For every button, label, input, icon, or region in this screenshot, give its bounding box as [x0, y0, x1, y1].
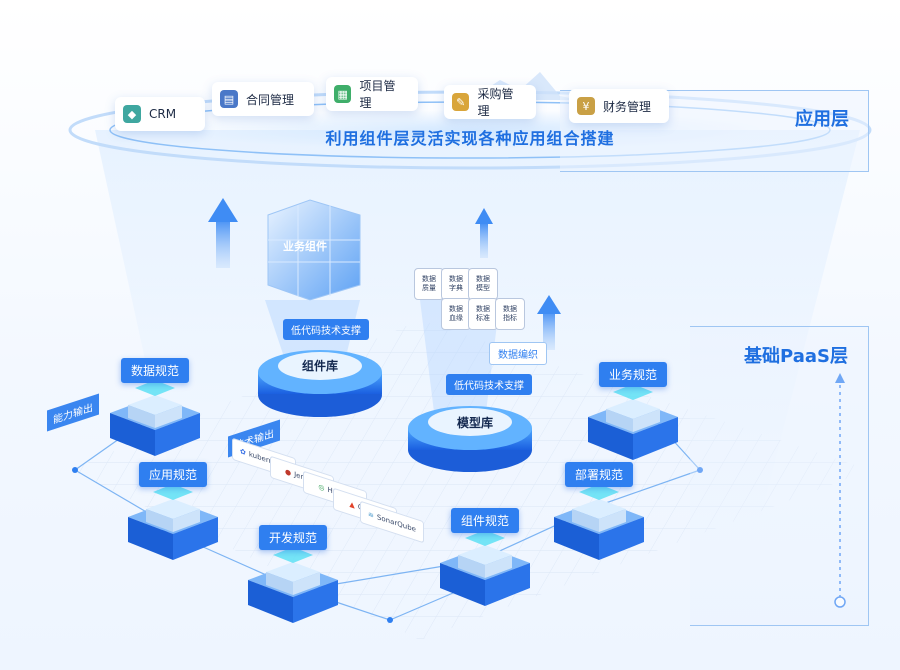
app-chip-contract[interactable]: ▤ 合同管理: [212, 82, 314, 116]
spec-label: 组件规范: [450, 508, 520, 533]
component-library-label: 组件库: [301, 359, 339, 373]
spec-node-deployment[interactable]: 部署规范: [544, 462, 654, 572]
spec-label: 数据规范: [120, 358, 190, 383]
puzzle-data-dictionary: 数据 字典: [441, 268, 471, 300]
server-stack-icon: [110, 380, 200, 456]
component-library-disc: [258, 350, 382, 417]
app-chip-crm[interactable]: ◆ CRM: [115, 97, 205, 131]
spec-node-component[interactable]: 组件规范: [430, 508, 540, 618]
finance-icon: ¥: [577, 97, 595, 115]
slogan-ribbon: 利用组件层灵活实现各种应用组合搭建: [235, 124, 705, 150]
spec-label: 应用规范: [138, 462, 208, 487]
spec-label: 部署规范: [564, 462, 634, 487]
server-stack-icon: [440, 530, 530, 606]
paas-layer-title: 基础PaaS层: [744, 346, 848, 367]
business-component-cube: [267, 199, 361, 301]
spec-label: 开发规范: [258, 525, 328, 550]
purchase-icon: ✎: [452, 93, 470, 111]
project-icon: ▦: [334, 85, 352, 103]
harbor-icon: ◎: [318, 482, 325, 493]
app-chip-label: 合同管理: [246, 92, 295, 107]
app-chip-label: 财务管理: [603, 99, 652, 114]
cube-label: 业务组件: [283, 240, 327, 253]
server-stack-icon: [128, 484, 218, 560]
sonarqube-icon: ≋: [368, 510, 374, 521]
puzzle-data-quality: 数据 质量: [414, 268, 444, 300]
puzzle-data-model: 数据 模型: [468, 268, 498, 300]
app-chip-project[interactable]: ▦ 项目管理: [326, 77, 418, 111]
spec-node-development[interactable]: 开发规范: [238, 525, 348, 635]
app-chip-label: 项目管理: [359, 79, 396, 110]
app-chip-purchase[interactable]: ✎ 采购管理: [444, 85, 536, 119]
model-library-label: 模型库: [456, 416, 494, 430]
paas-layer-frame: [690, 326, 869, 626]
spec-node-data[interactable]: 数据规范: [100, 358, 210, 468]
app-chip-finance[interactable]: ¥ 财务管理: [569, 89, 669, 123]
slogan-text: 利用组件层灵活实现各种应用组合搭建: [325, 129, 615, 148]
model-lowcode-tag: 低代码技术支撑: [446, 374, 532, 395]
spec-node-application[interactable]: 应用规范: [118, 462, 228, 572]
data-weave-tag: 数据编织: [489, 342, 547, 365]
arrow-up-icon: [208, 198, 238, 268]
puzzle-data-standard: 数据 标准: [468, 298, 498, 330]
app-chip-label: CRM: [149, 107, 177, 121]
gitlab-icon: ▲: [349, 499, 355, 510]
component-lowcode-tag: 低代码技术支撑: [283, 319, 369, 340]
contract-icon: ▤: [220, 90, 238, 108]
server-stack-icon: [554, 484, 644, 560]
app-chip-label: 采购管理: [477, 87, 514, 118]
jenkins-icon: ●: [285, 467, 292, 478]
kubernetes-icon: ✿: [239, 447, 246, 458]
spec-label: 业务规范: [598, 362, 668, 387]
application-layer-title: 应用层: [795, 109, 849, 130]
server-stack-icon: [588, 384, 678, 460]
puzzle-data-lineage: 数据 血缘: [441, 298, 471, 330]
model-library-disc: [408, 406, 532, 472]
server-stack-icon: [248, 547, 338, 623]
puzzle-data-metric: 数据 指标: [495, 298, 525, 330]
crm-icon: ◆: [123, 105, 141, 123]
spec-node-business[interactable]: 业务规范: [578, 362, 688, 472]
